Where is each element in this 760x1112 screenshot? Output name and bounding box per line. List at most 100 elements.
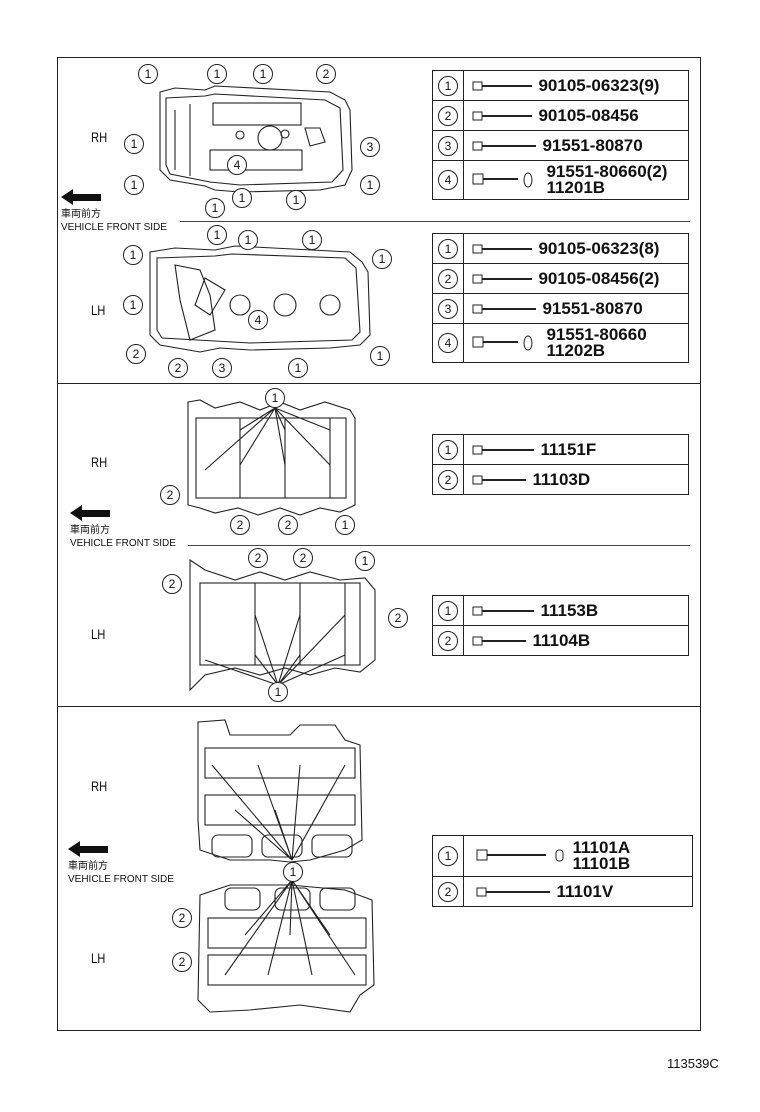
callout: 1 bbox=[283, 862, 303, 882]
callout: 1 bbox=[288, 358, 308, 378]
bolt-icon bbox=[472, 606, 534, 616]
bolt-icon bbox=[472, 141, 536, 151]
callout: 2 bbox=[248, 548, 268, 568]
part-number: 11202B bbox=[546, 341, 606, 360]
part-number: 91551-80870 bbox=[542, 135, 643, 155]
table-row: 2 11104B bbox=[432, 625, 689, 656]
table-row: 1 90105-06323(9) bbox=[432, 70, 689, 101]
rh-camshaft-housing bbox=[187, 399, 356, 516]
part-number: 90105-06323(9) bbox=[538, 75, 660, 95]
callout: 1 bbox=[265, 388, 285, 408]
section-divider bbox=[57, 706, 701, 707]
callout: 3 bbox=[360, 137, 380, 157]
rh-cylinder-head-cover bbox=[159, 85, 353, 193]
callout: 2 bbox=[162, 574, 182, 594]
bolt-with-washer-icon bbox=[476, 849, 564, 862]
front-arrow-icon bbox=[68, 841, 108, 857]
rh-label: RH bbox=[91, 454, 108, 470]
callout: 2 bbox=[278, 515, 298, 535]
part-number: 91551-80870 bbox=[542, 298, 643, 318]
bolt-with-washer-icon bbox=[472, 335, 533, 351]
callout: 2 bbox=[126, 344, 146, 364]
callout: 2 bbox=[230, 515, 250, 535]
callout: 1 bbox=[207, 64, 227, 84]
lh-head-cover-parts-table: 1 90105-06323(8) 2 90105-08456(2) 3 9155… bbox=[432, 233, 689, 363]
rh-lh-divider bbox=[180, 221, 690, 222]
illustration-code: 113539C bbox=[667, 1056, 719, 1071]
bolt-icon bbox=[472, 274, 532, 284]
part-number: 11101B bbox=[572, 854, 631, 873]
callout: 4 bbox=[227, 155, 247, 175]
callout: 1 bbox=[232, 188, 252, 208]
part-number: 90105-08456 bbox=[538, 105, 639, 125]
table-row: 4 91551-80660(2) 11201B bbox=[432, 160, 689, 200]
bolt-with-washer-icon bbox=[472, 172, 533, 188]
front-arrow-icon bbox=[61, 189, 101, 205]
callout: 1 bbox=[123, 245, 143, 265]
callout: 1 bbox=[355, 551, 375, 571]
table-row: 2 11101V bbox=[432, 876, 693, 907]
part-number: 91551-80660(2) bbox=[546, 162, 668, 181]
bolt-icon bbox=[472, 244, 532, 254]
rh-lh-divider bbox=[188, 545, 690, 546]
callout: 2 bbox=[388, 608, 408, 628]
callout: 2 bbox=[172, 908, 192, 928]
callout: 1 bbox=[286, 190, 306, 210]
part-number: 91551-80660 bbox=[546, 325, 647, 344]
callout: 2 bbox=[172, 952, 192, 972]
callout: 1 bbox=[253, 64, 273, 84]
rh-label: RH bbox=[91, 129, 108, 145]
table-row: 1 11101A 11101B bbox=[432, 835, 693, 877]
part-number: 11153B bbox=[540, 600, 599, 620]
bolt-icon bbox=[472, 445, 534, 455]
front-side-label: 車両前方 VEHICLE FRONT SIDE bbox=[61, 209, 167, 233]
cylinder-head-parts-table: 1 11101A 11101B 2 11101V bbox=[432, 835, 693, 907]
table-row: 3 91551-80870 bbox=[432, 293, 689, 324]
callout: 1 bbox=[372, 249, 392, 269]
part-number: 90105-06323(8) bbox=[538, 238, 660, 258]
lh-label: LH bbox=[91, 302, 106, 318]
callout: 2 bbox=[168, 358, 188, 378]
front-side-label: 車両前方 VEHICLE FRONT SIDE bbox=[68, 861, 174, 885]
table-row: 1 11151F bbox=[432, 434, 689, 465]
section-divider bbox=[57, 383, 701, 384]
front-side-label: 車両前方 VEHICLE FRONT SIDE bbox=[70, 525, 176, 549]
callout: 3 bbox=[212, 358, 232, 378]
lh-camshaft-housing bbox=[189, 558, 376, 692]
table-row: 4 91551-80660 11202B bbox=[432, 323, 689, 363]
callout: 1 bbox=[360, 175, 380, 195]
bolt-icon bbox=[472, 636, 526, 646]
lh-camshaft-housing-parts-table: 1 11153B 2 11104B bbox=[432, 595, 689, 656]
table-row: 1 11153B bbox=[432, 595, 689, 626]
bolt-icon bbox=[472, 111, 532, 121]
part-number: 11103D bbox=[532, 469, 591, 489]
table-row: 1 90105-06323(8) bbox=[432, 233, 689, 264]
callout: 1 bbox=[124, 175, 144, 195]
part-number: 11151F bbox=[540, 439, 597, 459]
callout: 2 bbox=[160, 485, 180, 505]
rh-camshaft-housing-parts-table: 1 11151F 2 11103D bbox=[432, 434, 689, 495]
part-number: 11201B bbox=[546, 178, 606, 197]
bolt-icon bbox=[472, 81, 532, 91]
lh-cylinder-head bbox=[197, 879, 375, 1013]
table-row: 2 90105-08456(2) bbox=[432, 263, 689, 294]
callout: 1 bbox=[370, 346, 390, 366]
bolt-icon bbox=[476, 887, 550, 897]
rh-label: RH bbox=[91, 778, 108, 794]
callout: 1 bbox=[238, 230, 258, 250]
part-number: 90105-08456(2) bbox=[538, 268, 660, 288]
part-number: 11104B bbox=[532, 630, 591, 650]
callout: 1 bbox=[205, 198, 225, 218]
lh-label: LH bbox=[91, 626, 106, 642]
callout: 1 bbox=[268, 682, 288, 702]
callout: 1 bbox=[335, 515, 355, 535]
callout: 1 bbox=[124, 134, 144, 154]
callout: 2 bbox=[293, 548, 313, 568]
diagram-frame bbox=[57, 57, 701, 1031]
bolt-icon bbox=[472, 475, 526, 485]
callout: 4 bbox=[248, 310, 268, 330]
front-arrow-icon bbox=[70, 505, 110, 521]
rh-head-cover-parts-table: 1 90105-06323(9) 2 90105-08456 3 91551-8… bbox=[432, 70, 689, 200]
part-number: 11101V bbox=[556, 881, 614, 901]
